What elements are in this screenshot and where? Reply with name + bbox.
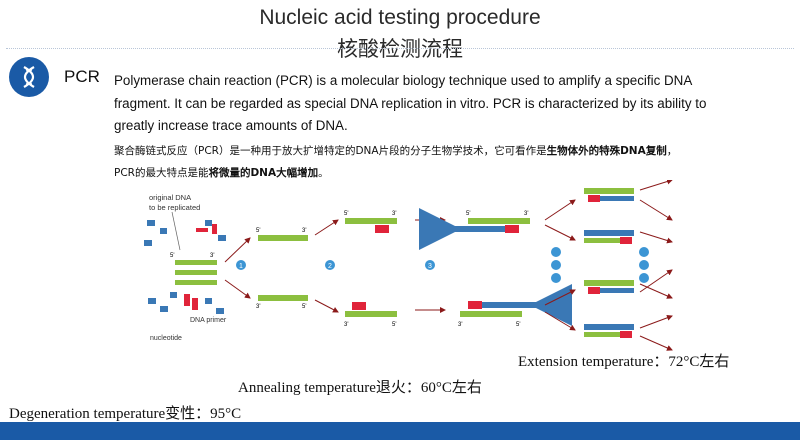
description-en: Polymerase chain reaction (PCR) is a mol…: [114, 73, 707, 133]
original-dna-strand: 5' 3': [170, 253, 217, 285]
flow-arrow: [544, 199, 576, 221]
description-zh-line2-bold: 将微量的DNA大幅增加: [208, 167, 319, 179]
pcr-diagram: original DNA to be replicated 5' 3' DNA …: [144, 180, 673, 351]
page-title-zh: 核酸检测流程: [337, 37, 463, 61]
step-circle: [639, 260, 649, 270]
step-circle: [639, 247, 649, 257]
end-label: 3': [392, 211, 396, 217]
flow-arrow: [639, 180, 673, 191]
flow-arrow: [544, 311, 576, 331]
end-label: 5': [344, 211, 348, 217]
label-dna-primer: DNA primer: [190, 317, 227, 324]
flow-arrow: [639, 283, 673, 299]
description-zh-line1-end: ，: [666, 145, 678, 157]
extension-temperature: Extension temperature：72°C左右: [518, 354, 730, 370]
amplified-strand: [584, 280, 634, 294]
end-label: 3': [458, 322, 462, 328]
label-original-dna: original DNA: [149, 193, 191, 202]
step-number: 2: [328, 263, 332, 270]
flow-arrow: [224, 237, 251, 263]
description-zh-line1: 聚合酶链式反应（PCR）是一种用于放大扩增特定的DNA片段的分子生物学技术，它可…: [114, 145, 547, 157]
step-circle: [639, 273, 649, 283]
step-circle: [551, 260, 561, 270]
nucleotide-cluster: [144, 220, 226, 314]
flow-arrow: [544, 289, 576, 306]
description-zh-line1-bold: 生物体外的特殊DNA复制: [546, 145, 667, 157]
amplified-strand: [584, 324, 634, 338]
flow-arrow: [639, 199, 673, 221]
denatured-strand-bottom: 3' 5': [256, 295, 308, 310]
end-label: 5': [170, 253, 174, 259]
degeneration-temperature: Degeneration temperature变性：95°C: [9, 406, 242, 422]
amplified-strand: [584, 188, 634, 202]
end-label: 3': [344, 322, 348, 328]
page-title-en: Nucleic acid testing procedure: [259, 6, 541, 29]
end-label: 5': [466, 211, 470, 217]
label-pointer: [171, 211, 181, 251]
flow-arrow: [639, 231, 673, 244]
step-circle: [425, 260, 435, 270]
step-circle: [236, 260, 246, 270]
flow-arrow: [314, 299, 339, 313]
step-circle: [551, 273, 561, 283]
step-circle: [551, 247, 561, 257]
end-label: 3': [256, 304, 260, 310]
description-zh: 聚合酶链式反应（PCR）是一种用于放大扩增特定的DNA片段的分子生物学技术，它可…: [114, 140, 754, 184]
end-label: 5': [256, 228, 260, 234]
flow-arrow: [639, 314, 673, 329]
step-circle: [325, 260, 335, 270]
flow-arrow: [224, 279, 251, 299]
flow-arrow: [544, 224, 576, 241]
step-number: 3: [428, 263, 432, 270]
annealed-strand-top: 5' 3': [344, 211, 397, 233]
label-to-be-replicated: to be replicated: [149, 203, 200, 212]
end-label: 3': [524, 211, 528, 217]
end-label: 3': [210, 253, 214, 259]
step-number: 1: [239, 263, 243, 270]
description-zh-line2: PCR的最大特点是能: [114, 167, 209, 179]
flow-arrow: [314, 219, 339, 236]
end-label: 3': [302, 228, 306, 234]
extension-strand-top: 5' 3': [419, 208, 530, 250]
annealing-temperature: Annealing temperature退火：60°C左右: [238, 380, 482, 396]
dna-icon: [9, 57, 49, 97]
end-label: 5': [516, 322, 520, 328]
amplified-strand: [584, 230, 634, 244]
footer-bar: [0, 422, 800, 440]
annealed-strand-bottom: 3' 5': [344, 302, 397, 328]
section-label: PCR: [64, 67, 100, 86]
title-divider: [6, 48, 794, 49]
end-label: 5': [392, 322, 396, 328]
label-nucleotide: nucleotide: [150, 335, 182, 342]
description-zh-line2-end: 。: [318, 167, 329, 179]
end-label: 5': [302, 304, 306, 310]
extension-strand-bottom: 3' 5': [458, 284, 572, 328]
flow-arrow: [639, 335, 673, 351]
flow-arrow: [639, 269, 673, 293]
denatured-strand-top: 5' 3': [256, 228, 308, 241]
